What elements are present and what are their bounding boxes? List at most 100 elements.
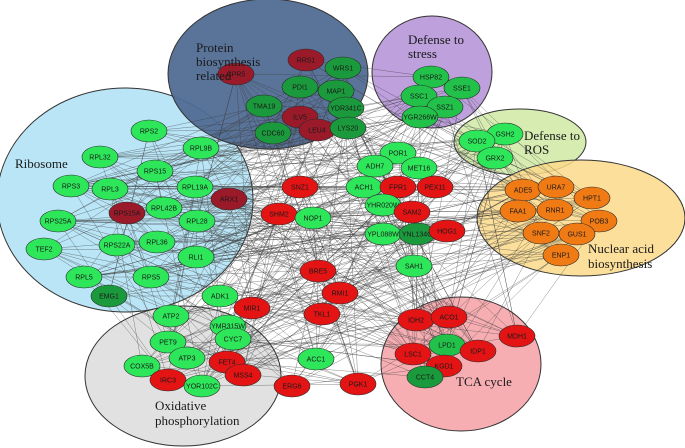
node-rpl9b: RPL9B xyxy=(182,136,220,160)
node-label: ADH7 xyxy=(366,164,385,171)
node-shape xyxy=(459,339,497,363)
node-hpt1: HPT1 xyxy=(573,186,611,210)
cluster-label-line: ROS xyxy=(524,142,549,157)
edge xyxy=(219,292,341,297)
cluster-label-line: related xyxy=(196,68,232,83)
node-label: RPS15 xyxy=(144,169,166,176)
node-lys20: LYS20 xyxy=(329,116,367,140)
edge xyxy=(228,198,323,315)
cluster-label-line: Oxidative xyxy=(155,398,206,413)
node-label: MIR1 xyxy=(244,306,261,313)
node-label: YMR315W xyxy=(211,324,245,331)
edge xyxy=(315,140,478,360)
node-rps22a: RPS22A xyxy=(98,233,136,257)
node-label: LEU4 xyxy=(308,128,326,135)
node-label: GRX2 xyxy=(485,156,504,163)
node-label: TEF2 xyxy=(35,247,52,254)
node-label: LYS20 xyxy=(338,126,359,133)
edge xyxy=(195,67,344,258)
node-label: ATP3 xyxy=(179,356,196,363)
edge xyxy=(494,157,593,199)
node-aco1: ACO1 xyxy=(430,305,468,329)
node-enp1: ENP1 xyxy=(542,243,580,267)
node-shape xyxy=(542,243,580,267)
node-shape xyxy=(183,374,221,398)
node-sod2: SOD2 xyxy=(458,129,496,153)
edge xyxy=(57,220,418,235)
node-label: ENP1 xyxy=(552,253,570,260)
node-shape xyxy=(536,198,574,222)
node-label: IDH2 xyxy=(408,318,424,325)
node-grx2: GRX2 xyxy=(476,146,514,170)
edge xyxy=(227,254,562,327)
node-shape xyxy=(145,196,183,220)
node-shape xyxy=(254,121,292,145)
node-shape xyxy=(210,187,248,211)
node-label: YNL134C xyxy=(402,232,432,239)
node-hog1: HOG1 xyxy=(428,219,466,243)
node-emg1: EMG1 xyxy=(90,284,128,308)
node-shape xyxy=(573,186,611,210)
edge xyxy=(196,186,301,222)
node-shape xyxy=(458,129,496,153)
node-shape xyxy=(558,222,596,246)
node-pdi1: PDI1 xyxy=(281,75,319,99)
node-shape xyxy=(339,372,377,396)
edge xyxy=(228,116,421,200)
node-label: RPS15A xyxy=(114,211,141,218)
edge xyxy=(57,220,110,297)
node-shape xyxy=(329,116,367,140)
node-snz1: SNZ1 xyxy=(281,175,319,199)
node-ssc1: SSC1 xyxy=(400,84,438,108)
node-label: COX5B xyxy=(130,364,154,371)
node-gus1: GUS1 xyxy=(558,222,596,246)
node-label: SNZ1 xyxy=(291,185,309,192)
node-label: PET9 xyxy=(159,340,177,347)
node-label: GUS1 xyxy=(567,232,586,239)
node-shape xyxy=(217,62,255,86)
node-label: GSH2 xyxy=(495,132,514,139)
node-rnr1: RNR1 xyxy=(536,198,574,222)
node-label: FPR1 xyxy=(389,185,407,192)
node-shape xyxy=(428,219,466,243)
node-acc1: ACC1 xyxy=(297,347,335,371)
node-shape xyxy=(123,354,161,378)
node-adh7: ADH7 xyxy=(356,154,394,178)
node-ypl088w: YPL088W xyxy=(364,222,402,246)
node-bre5: BRE5 xyxy=(299,259,337,283)
edge xyxy=(195,95,420,258)
edge xyxy=(116,209,556,246)
cluster-label-line: Defense to xyxy=(524,128,580,143)
cluster-label-line: stress xyxy=(408,46,437,61)
edge xyxy=(242,209,556,376)
node-shape xyxy=(25,237,63,261)
node-label: FET4 xyxy=(218,360,235,367)
node-shape xyxy=(149,330,187,354)
edge xyxy=(83,116,421,278)
edge xyxy=(150,276,229,327)
edge xyxy=(312,217,479,352)
node-label: HSP82 xyxy=(420,75,442,82)
node-por1: POR1 xyxy=(379,141,417,165)
edge xyxy=(200,147,317,360)
edge xyxy=(382,233,479,352)
node-shape xyxy=(52,174,90,198)
edge xyxy=(200,147,450,318)
node-shape xyxy=(81,145,119,169)
node-label: TKL1 xyxy=(314,312,331,319)
node-yor102c: YOR102C xyxy=(183,374,221,398)
node-sah1: SAH1 xyxy=(395,254,433,278)
edge xyxy=(195,106,446,258)
node-sam2: SAM2 xyxy=(393,200,431,224)
edge xyxy=(448,157,496,318)
edge xyxy=(444,106,518,337)
cluster-label-line: biosynthesis xyxy=(196,54,260,69)
cluster-label-line: TCA cycle xyxy=(456,374,512,389)
edge xyxy=(99,140,478,158)
cluster-label-line: Ribosome xyxy=(15,156,68,171)
